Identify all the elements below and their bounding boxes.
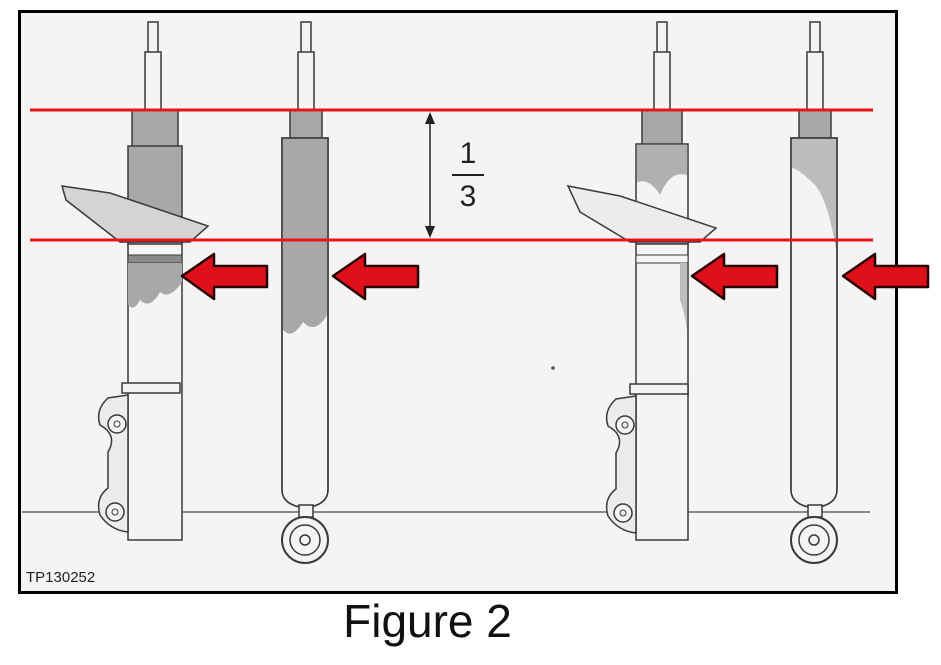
figure-caption: Figure 2: [343, 595, 512, 647]
shock-2-leaking: [281, 21, 329, 564]
stray-dot: [551, 366, 555, 370]
shock-absorber-diagram: 1 3 TP130252: [22, 21, 930, 586]
strut-1-leaking: [60, 21, 210, 541]
reference-code: TP130252: [26, 569, 95, 586]
one-third-dimension-arrow: [425, 112, 435, 238]
fraction-denominator: 3: [460, 180, 477, 213]
leak-pointer-arrow-2: [331, 252, 420, 301]
strut-3-misting: [566, 21, 718, 541]
fraction-numerator: 1: [460, 137, 477, 170]
leak-pointer-arrow-3: [690, 252, 779, 301]
shock-4-misting: [790, 21, 838, 564]
leak-pointer-arrow-1: [180, 252, 269, 301]
leak-pointer-arrow-4: [841, 252, 930, 301]
